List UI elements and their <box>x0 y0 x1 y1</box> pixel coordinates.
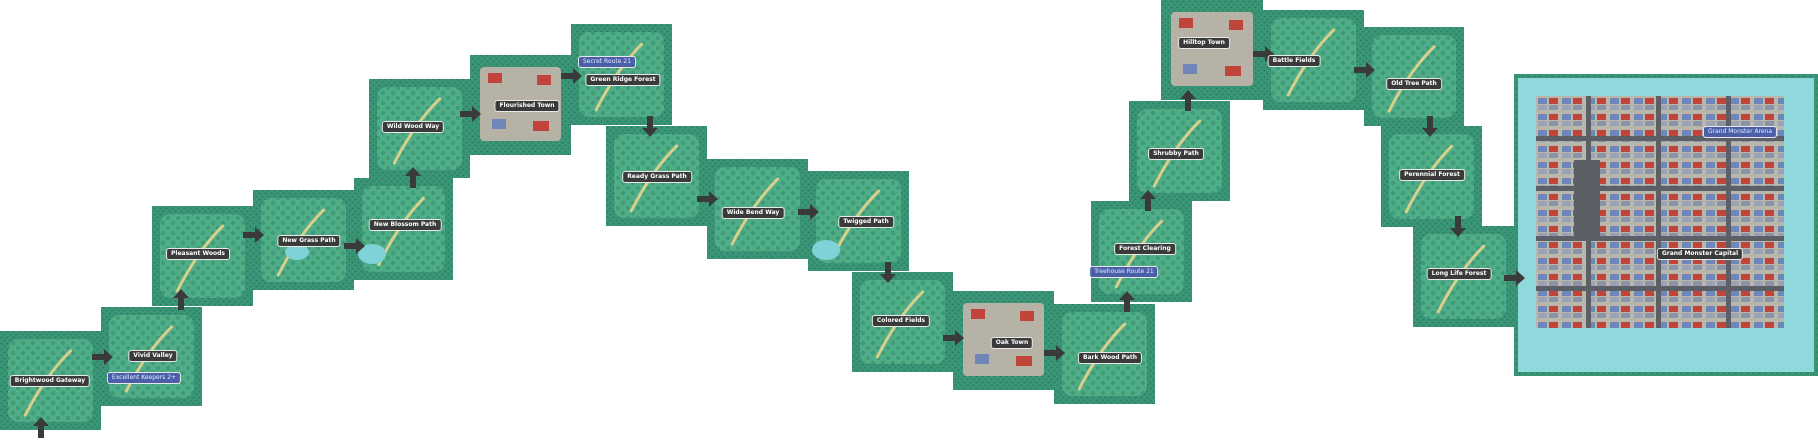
arrow-shape-11 <box>880 262 896 283</box>
dirt-path-bark-wood-path <box>1077 322 1127 391</box>
location-label-old-tree-path[interactable]: Old Tree Path <box>1387 79 1441 89</box>
house-oak-town-a <box>971 309 985 319</box>
location-label-wild-wood-way[interactable]: Wild Wood Way <box>382 122 444 132</box>
location-label-secret-route[interactable]: Secret Route 21 <box>578 57 636 67</box>
meadow-green-ridge-forest <box>579 32 664 117</box>
arrow-shape-20 <box>1450 216 1466 237</box>
route-arrow-right-4 <box>344 238 365 254</box>
location-label-flourished-town[interactable]: Flourished Town <box>495 101 559 111</box>
location-label-vivid-valley[interactable]: Vivid Valley <box>129 351 177 361</box>
route-arrow-up-15 <box>1140 190 1156 211</box>
location-label-grand-monster-arena[interactable]: Grand Monster Arena <box>1703 127 1777 137</box>
arrow-shape-8 <box>642 116 658 137</box>
route-arrow-up-14 <box>1119 291 1135 312</box>
arrow-shape-13 <box>1044 345 1065 361</box>
house-oak-town-b <box>1020 311 1034 321</box>
house-flourished-town-c <box>492 119 506 129</box>
route-arrow-up-5 <box>405 167 421 188</box>
location-label-twigged-path[interactable]: Twigged Path <box>839 217 893 227</box>
arrow-shape-7 <box>561 68 582 84</box>
house-flourished-town-d <box>533 121 549 131</box>
house-hilltop-town-c <box>1183 64 1197 74</box>
route-arrow-up-2 <box>173 289 189 310</box>
arrow-shape-12 <box>943 330 964 346</box>
location-label-brightwood-gateway[interactable]: Brightwood Gateway <box>10 376 90 386</box>
location-label-bark-wood-path[interactable]: Bark Wood Path <box>1078 353 1142 363</box>
arrow-shape-18 <box>1354 62 1375 78</box>
road-v-2 <box>1726 96 1731 328</box>
pond-2 <box>812 240 840 260</box>
route-arrow-up-16 <box>1180 90 1196 111</box>
location-label-pleasant-woods[interactable]: Pleasant Woods <box>167 249 229 259</box>
pond-1 <box>285 244 309 260</box>
location-label-oak-town[interactable]: Oak Town <box>991 338 1033 348</box>
pond-0 <box>358 244 386 264</box>
dirt-path-wide-bend-way <box>730 177 780 246</box>
route-arrow-down-8 <box>642 116 658 137</box>
arrow-shape-19 <box>1422 116 1438 137</box>
house-hilltop-town-a <box>1179 18 1193 28</box>
location-label-treehouse-route[interactable]: Treehouse Route 21 <box>1090 267 1158 277</box>
location-label-new-grass-path[interactable]: New Grass Path <box>278 236 340 246</box>
arrow-shape-0 <box>33 417 49 438</box>
house-flourished-town-a <box>488 73 502 83</box>
region-grand-monster-capital <box>1514 74 1818 376</box>
arrow-shape-9 <box>697 191 718 207</box>
route-arrow-right-10 <box>798 204 819 220</box>
route-arrow-right-3 <box>243 227 264 243</box>
house-flourished-town-b <box>537 75 551 85</box>
arrow-shape-16 <box>1180 90 1196 111</box>
house-oak-town-d <box>1016 356 1032 366</box>
location-label-forest-clearing[interactable]: Forest Clearing <box>1115 244 1175 254</box>
arrow-shape-2 <box>173 289 189 310</box>
route-arrow-down-11 <box>880 262 896 283</box>
location-label-excellent-keeper-cave[interactable]: Excellent Keepers 2+ <box>107 373 181 383</box>
location-label-ready-grass-path[interactable]: Ready Grass Path <box>623 172 691 182</box>
region-hilltop-town <box>1161 0 1263 100</box>
house-hilltop-town-b <box>1229 20 1243 30</box>
house-oak-town-c <box>975 354 989 364</box>
region-green-ridge-forest <box>571 24 672 125</box>
location-label-long-life-forest[interactable]: Long Life Forest <box>1427 269 1491 279</box>
arrow-shape-10 <box>798 204 819 220</box>
location-label-hilltop-town[interactable]: Hilltop Town <box>1179 38 1229 48</box>
location-label-green-ridge-forest[interactable]: Green Ridge Forest <box>586 75 660 85</box>
house-hilltop-town-d <box>1225 66 1241 76</box>
location-label-new-blossom-path[interactable]: New Blossom Path <box>369 220 441 230</box>
route-arrow-right-6 <box>460 106 481 122</box>
arrow-shape-4 <box>344 238 365 254</box>
location-label-shrubby-path[interactable]: Shrubby Path <box>1149 149 1203 159</box>
meadow-old-tree-path <box>1372 35 1456 118</box>
arrow-shape-6 <box>460 106 481 122</box>
route-arrow-right-18 <box>1354 62 1375 78</box>
route-arrow-right-12 <box>943 330 964 346</box>
location-label-perennial-forest[interactable]: Perennial Forest <box>1400 170 1464 180</box>
route-arrow-right-9 <box>697 191 718 207</box>
arrow-shape-1 <box>92 349 113 365</box>
route-arrow-right-13 <box>1044 345 1065 361</box>
route-arrow-right-7 <box>561 68 582 84</box>
location-label-battle-fields[interactable]: Battle Fields <box>1268 56 1320 66</box>
route-arrow-right-1 <box>92 349 113 365</box>
dirt-path-green-ridge-forest <box>594 42 644 112</box>
runway <box>1574 160 1600 240</box>
arrow-shape-14 <box>1119 291 1135 312</box>
route-arrow-up-0 <box>33 417 49 438</box>
route-arrow-down-19 <box>1422 116 1438 137</box>
dirt-path-old-tree-path <box>1387 45 1436 113</box>
arrow-shape-15 <box>1140 190 1156 211</box>
location-label-wide-bend-way[interactable]: Wide Bend Way <box>722 208 784 218</box>
location-label-colored-fields[interactable]: Colored Fields <box>872 316 930 326</box>
region-old-tree-path <box>1364 27 1464 126</box>
road-v-1 <box>1656 96 1661 328</box>
arrow-shape-21 <box>1504 270 1525 286</box>
route-arrow-down-20 <box>1450 216 1466 237</box>
route-arrow-right-21 <box>1504 270 1525 286</box>
location-label-grand-monster-capital[interactable]: Grand Monster Capital <box>1657 249 1743 259</box>
arrow-shape-5 <box>405 167 421 188</box>
arrow-shape-3 <box>243 227 264 243</box>
